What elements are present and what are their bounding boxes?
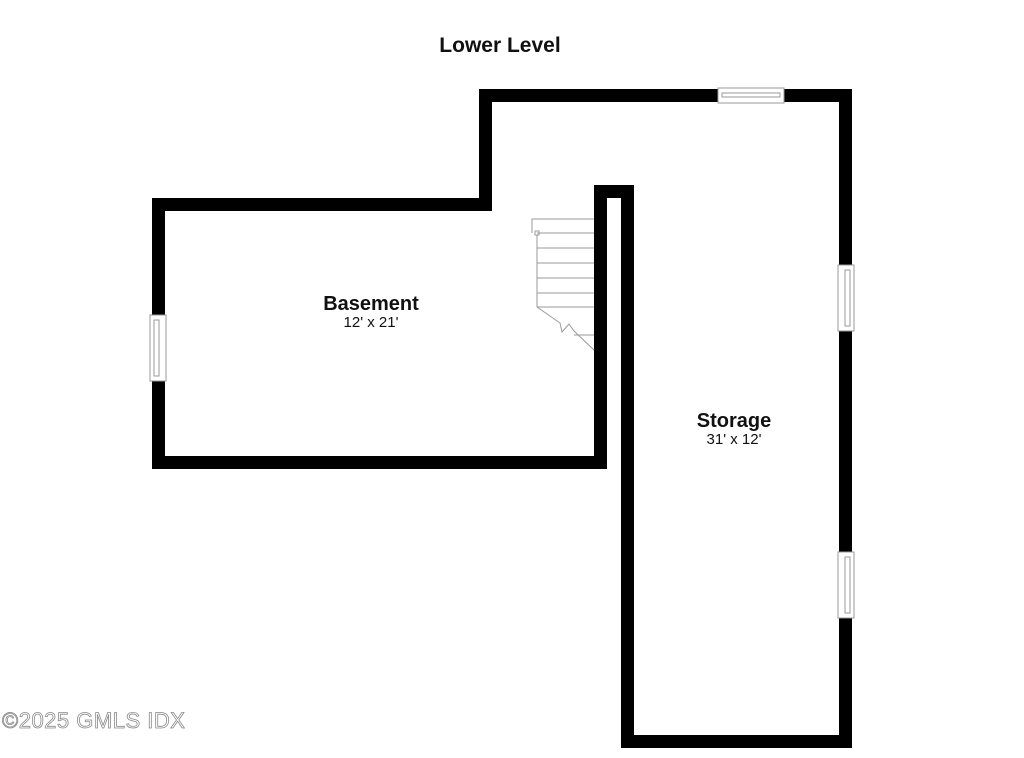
room-basement: Basement 12' x 21': [323, 293, 419, 331]
stairs-icon: [531, 218, 595, 351]
divider-left: [594, 185, 607, 469]
basement-top-wall: [152, 198, 492, 211]
copyright-watermark: ©2025 GMLS IDX: [2, 708, 186, 734]
storage-bottom-wall: [621, 735, 852, 748]
floor-title: Lower Level: [439, 34, 561, 57]
divider-right: [621, 185, 634, 748]
room-name: Basement: [323, 293, 419, 315]
top-wall: [479, 89, 852, 102]
window-left-icon: [149, 314, 167, 382]
room-dimensions: 31' x 12': [706, 431, 762, 448]
basement-bottom-wall: [152, 456, 607, 469]
notch-wall: [479, 89, 492, 211]
window-top-icon: [717, 87, 785, 104]
window-right-upper-icon: [837, 264, 855, 332]
room-storage: Storage 31' x 12': [697, 410, 771, 448]
window-right-lower-icon: [837, 551, 855, 619]
room-name: Storage: [696, 410, 772, 432]
right-wall: [839, 89, 852, 748]
room-dimensions: 12' x 21': [343, 314, 399, 331]
